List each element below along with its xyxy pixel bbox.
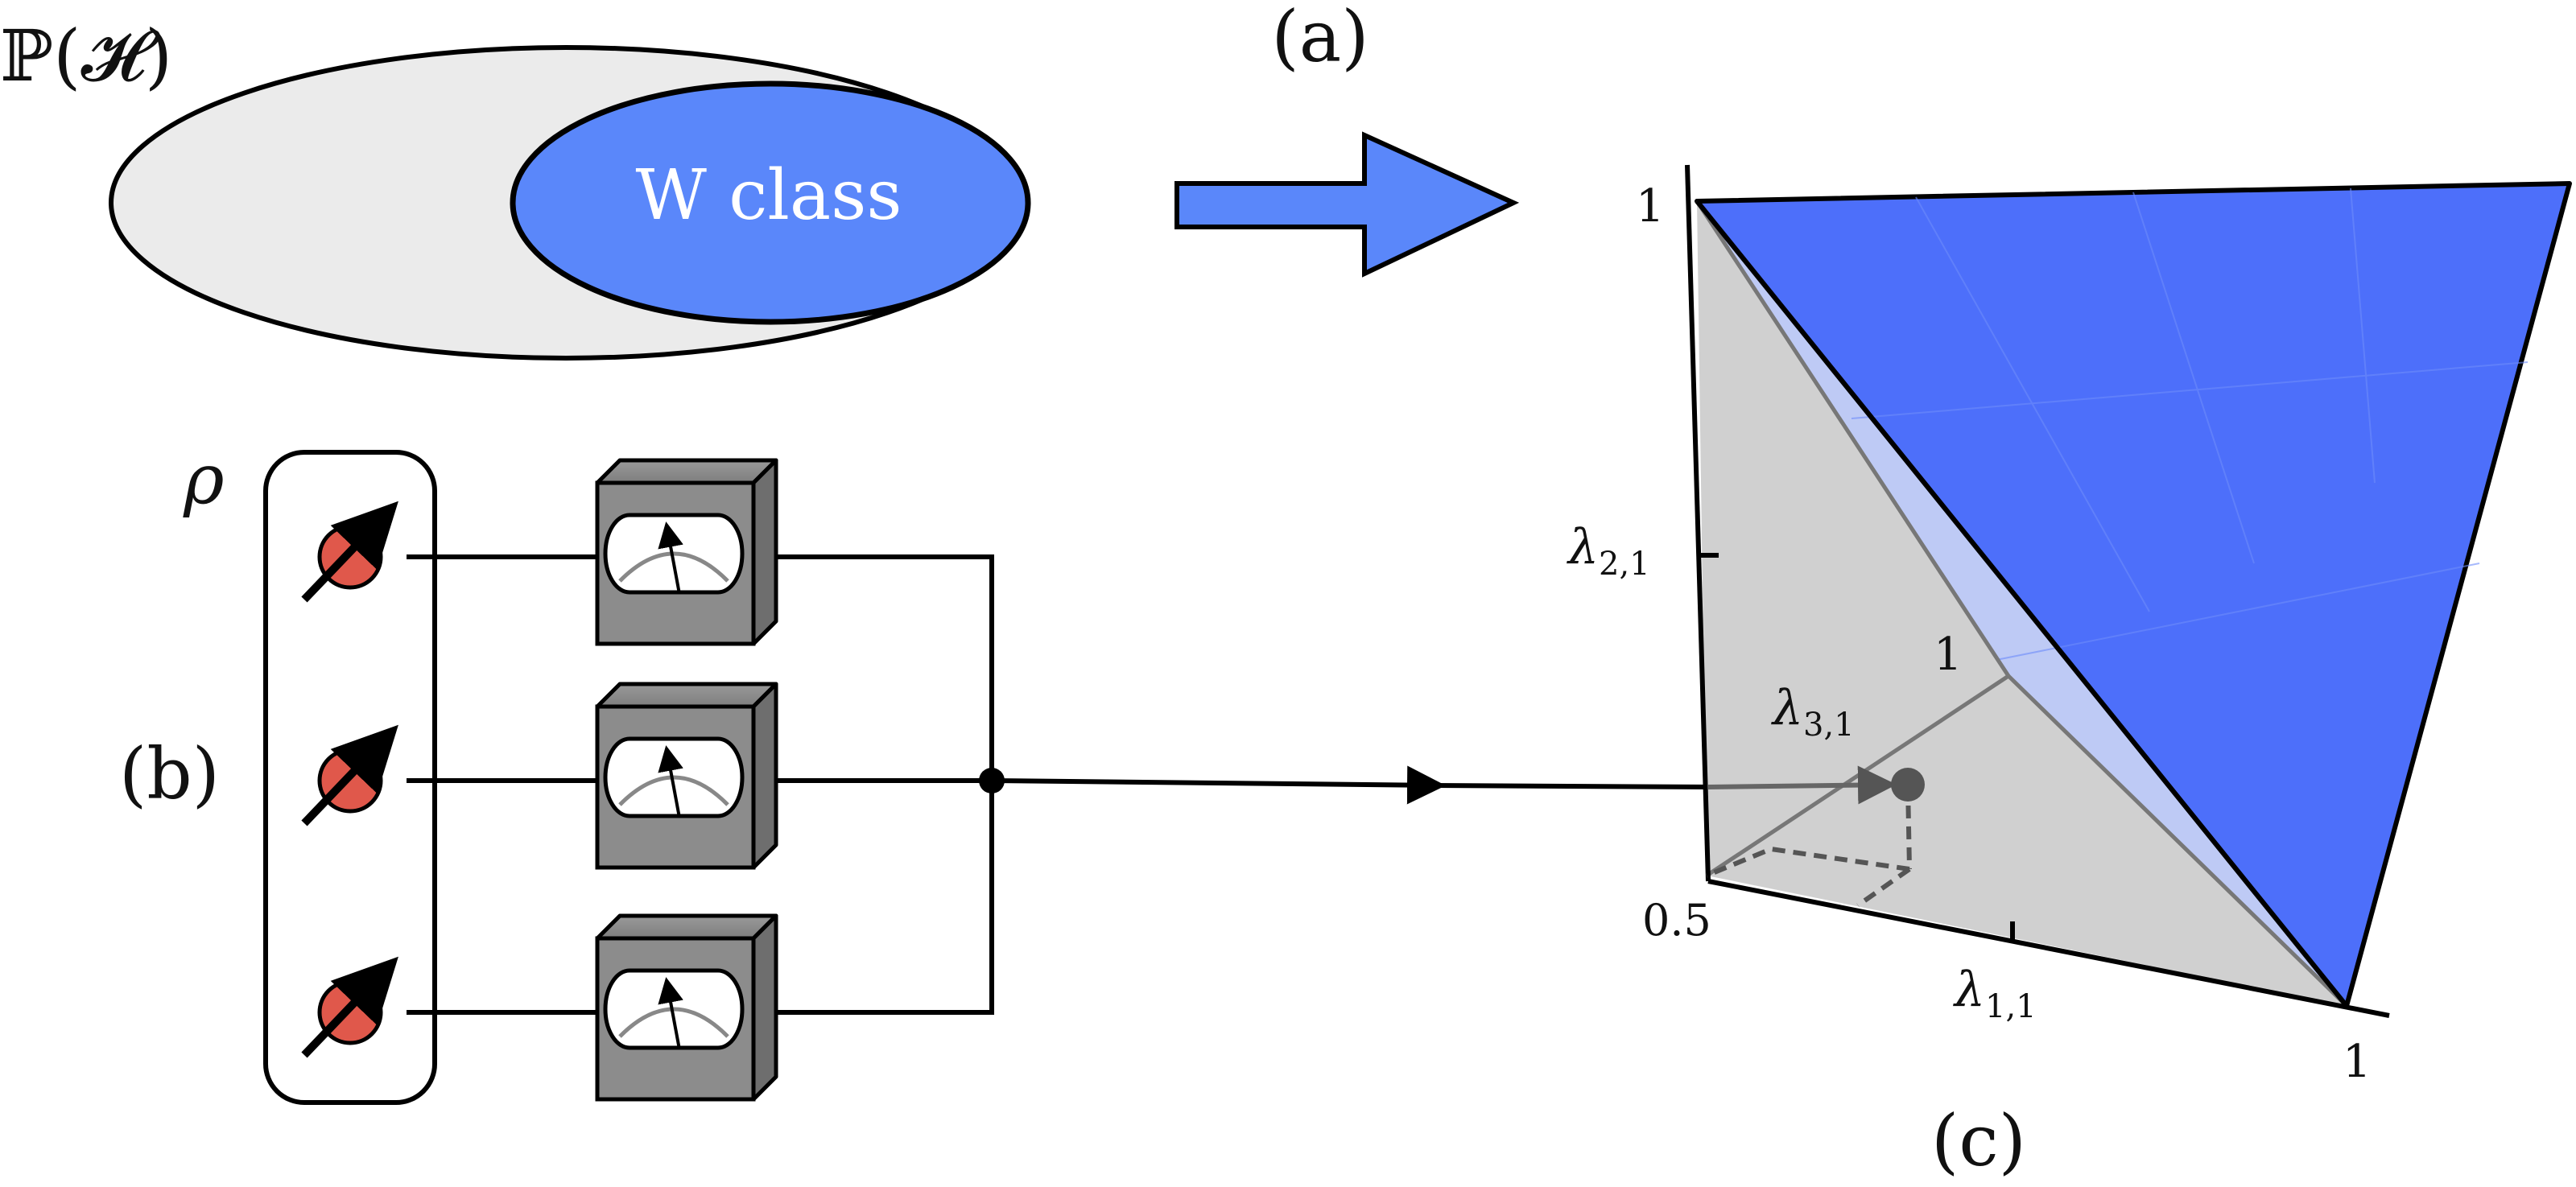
- w-class-label: W class: [636, 155, 902, 236]
- w-class-ellipse: [510, 80, 1031, 325]
- plane-grid: [1851, 188, 2529, 661]
- detector-meter-icon: [595, 682, 778, 870]
- y-axis-tick: 1: [1934, 629, 1963, 681]
- point-arrow: [1707, 765, 1897, 805]
- origin-tick: 0.5: [1642, 895, 1711, 946]
- panel-b-label: (b): [119, 732, 220, 815]
- polytope-face: [1697, 201, 2347, 1006]
- arrow-right-icon: [1174, 131, 1520, 278]
- z-axis-label: λ2,1: [1567, 519, 1650, 583]
- spin-qubit-icon: [301, 724, 398, 826]
- output-wire-continue: [1432, 783, 1715, 789]
- qubit-register-box: [263, 450, 437, 1105]
- detector-meter-icon: [595, 913, 778, 1102]
- state-point: [1891, 768, 1925, 802]
- spin-qubit-icon: [301, 956, 398, 1058]
- x-axis-tick: 1: [2343, 1036, 2372, 1088]
- detector-meter-icon: [595, 458, 778, 646]
- polytope-edges: [1695, 200, 2348, 1008]
- projective-space-label: ℙ(𝓗): [0, 14, 172, 97]
- panel-a-label: (a): [1271, 0, 1368, 78]
- state-space-ellipses: W class: [109, 45, 1031, 361]
- projection-lines: [1705, 784, 1912, 908]
- panel-c-label: (c): [1931, 1099, 2026, 1182]
- polytope-plot: [1685, 164, 2572, 1018]
- y-axis-label: λ3,1: [1771, 680, 1855, 744]
- x-axis-label: λ1,1: [1953, 962, 2037, 1025]
- plot-axes: [1685, 164, 2390, 1018]
- z-axis-tick-top: 1: [1636, 180, 1665, 233]
- output-arrow: [991, 765, 1446, 805]
- rho-label: ρ: [183, 439, 225, 520]
- spin-qubit-icon: [301, 501, 398, 603]
